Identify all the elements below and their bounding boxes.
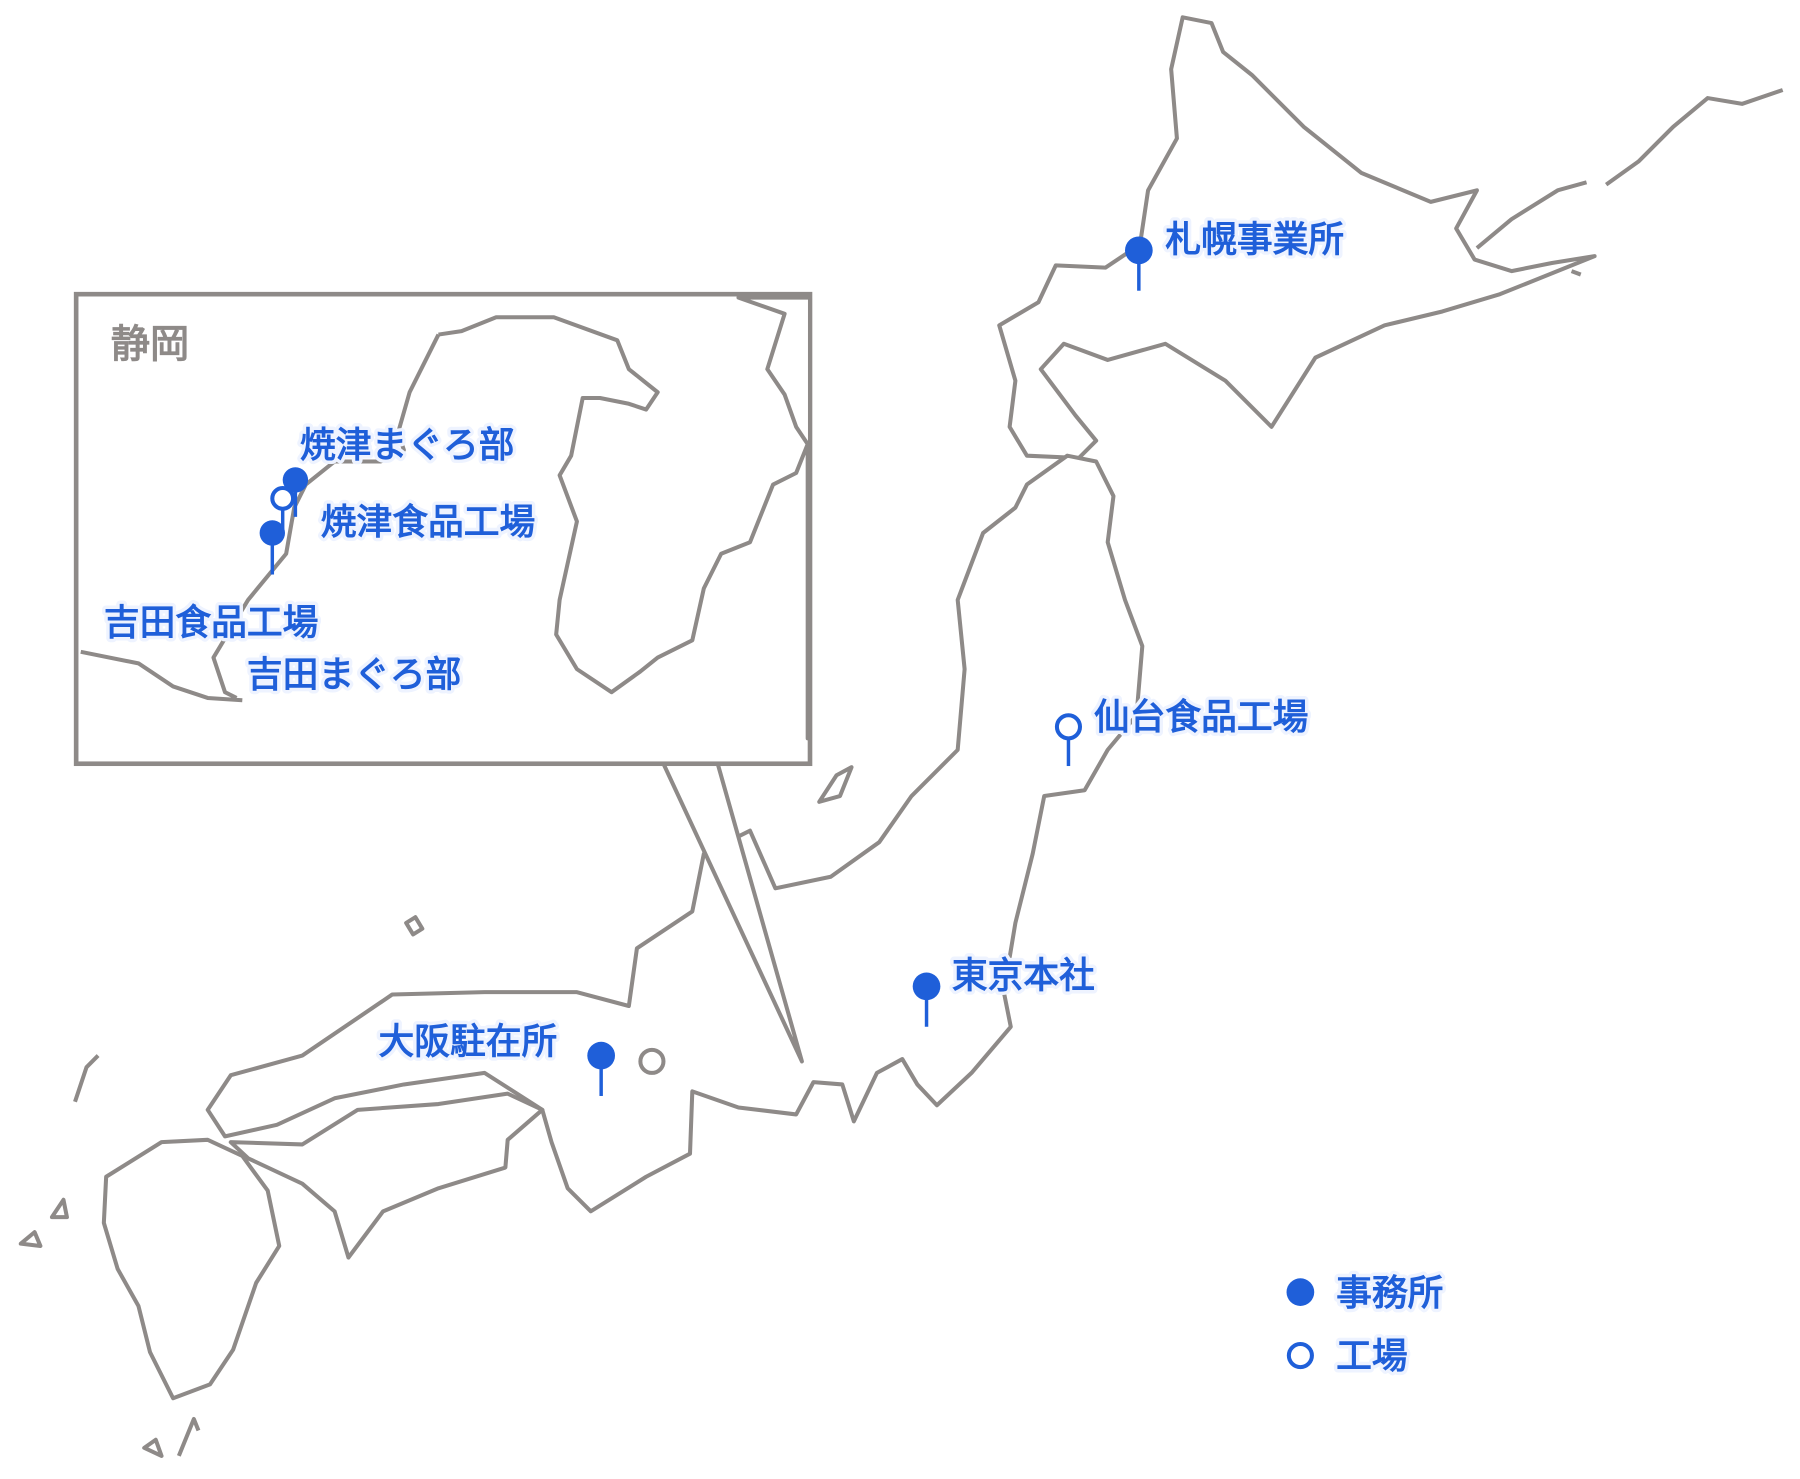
hokkaido bbox=[997, 15, 1597, 461]
lake-biwa bbox=[638, 1047, 666, 1075]
kyushu bbox=[101, 1137, 282, 1401]
label-yaizu-tuna: 焼津まぐろ部 bbox=[300, 425, 515, 466]
marker-factory-sendai bbox=[1054, 713, 1083, 741]
label-sendai: 仙台食品工場 bbox=[1094, 697, 1309, 738]
label-yoshida-factory: 吉田食品工場 bbox=[104, 603, 319, 644]
label-yoshida-tuna: 吉田まぐろ部 bbox=[247, 654, 462, 695]
marker-office-yaizu bbox=[282, 467, 309, 493]
marker-office-yoshida bbox=[259, 520, 285, 546]
legend: 事務所 工場 bbox=[1286, 1269, 1447, 1381]
legend-factory-icon bbox=[1286, 1342, 1314, 1370]
legend-office-icon bbox=[1286, 1278, 1315, 1306]
inset-title: 静岡 bbox=[111, 323, 189, 368]
label-yaizu-factory: 焼津食品工場 bbox=[321, 502, 536, 543]
kuril-islands bbox=[1475, 88, 1784, 277]
legend-office-label: 事務所 bbox=[1336, 1273, 1443, 1314]
legend-factory-label: 工場 bbox=[1336, 1336, 1408, 1377]
label-sapporo: 札幌事業所 bbox=[1165, 220, 1344, 261]
marker-factory-yaizu bbox=[270, 485, 296, 511]
marker-office-sapporo bbox=[1125, 236, 1153, 265]
marker-office-tokyo bbox=[912, 972, 941, 1001]
label-osaka: 大阪駐在所 bbox=[378, 1021, 557, 1062]
marker-office-osaka bbox=[587, 1041, 615, 1070]
shizuoka-inset: 静岡 焼津まぐろ部 焼津食品工場 吉田食品工場 吉田まぐろ部 bbox=[73, 291, 813, 767]
shikoku bbox=[228, 1091, 545, 1260]
honshu bbox=[205, 453, 1145, 1214]
small-islands bbox=[18, 765, 854, 1458]
label-tokyo: 東京本社 bbox=[952, 956, 1095, 997]
